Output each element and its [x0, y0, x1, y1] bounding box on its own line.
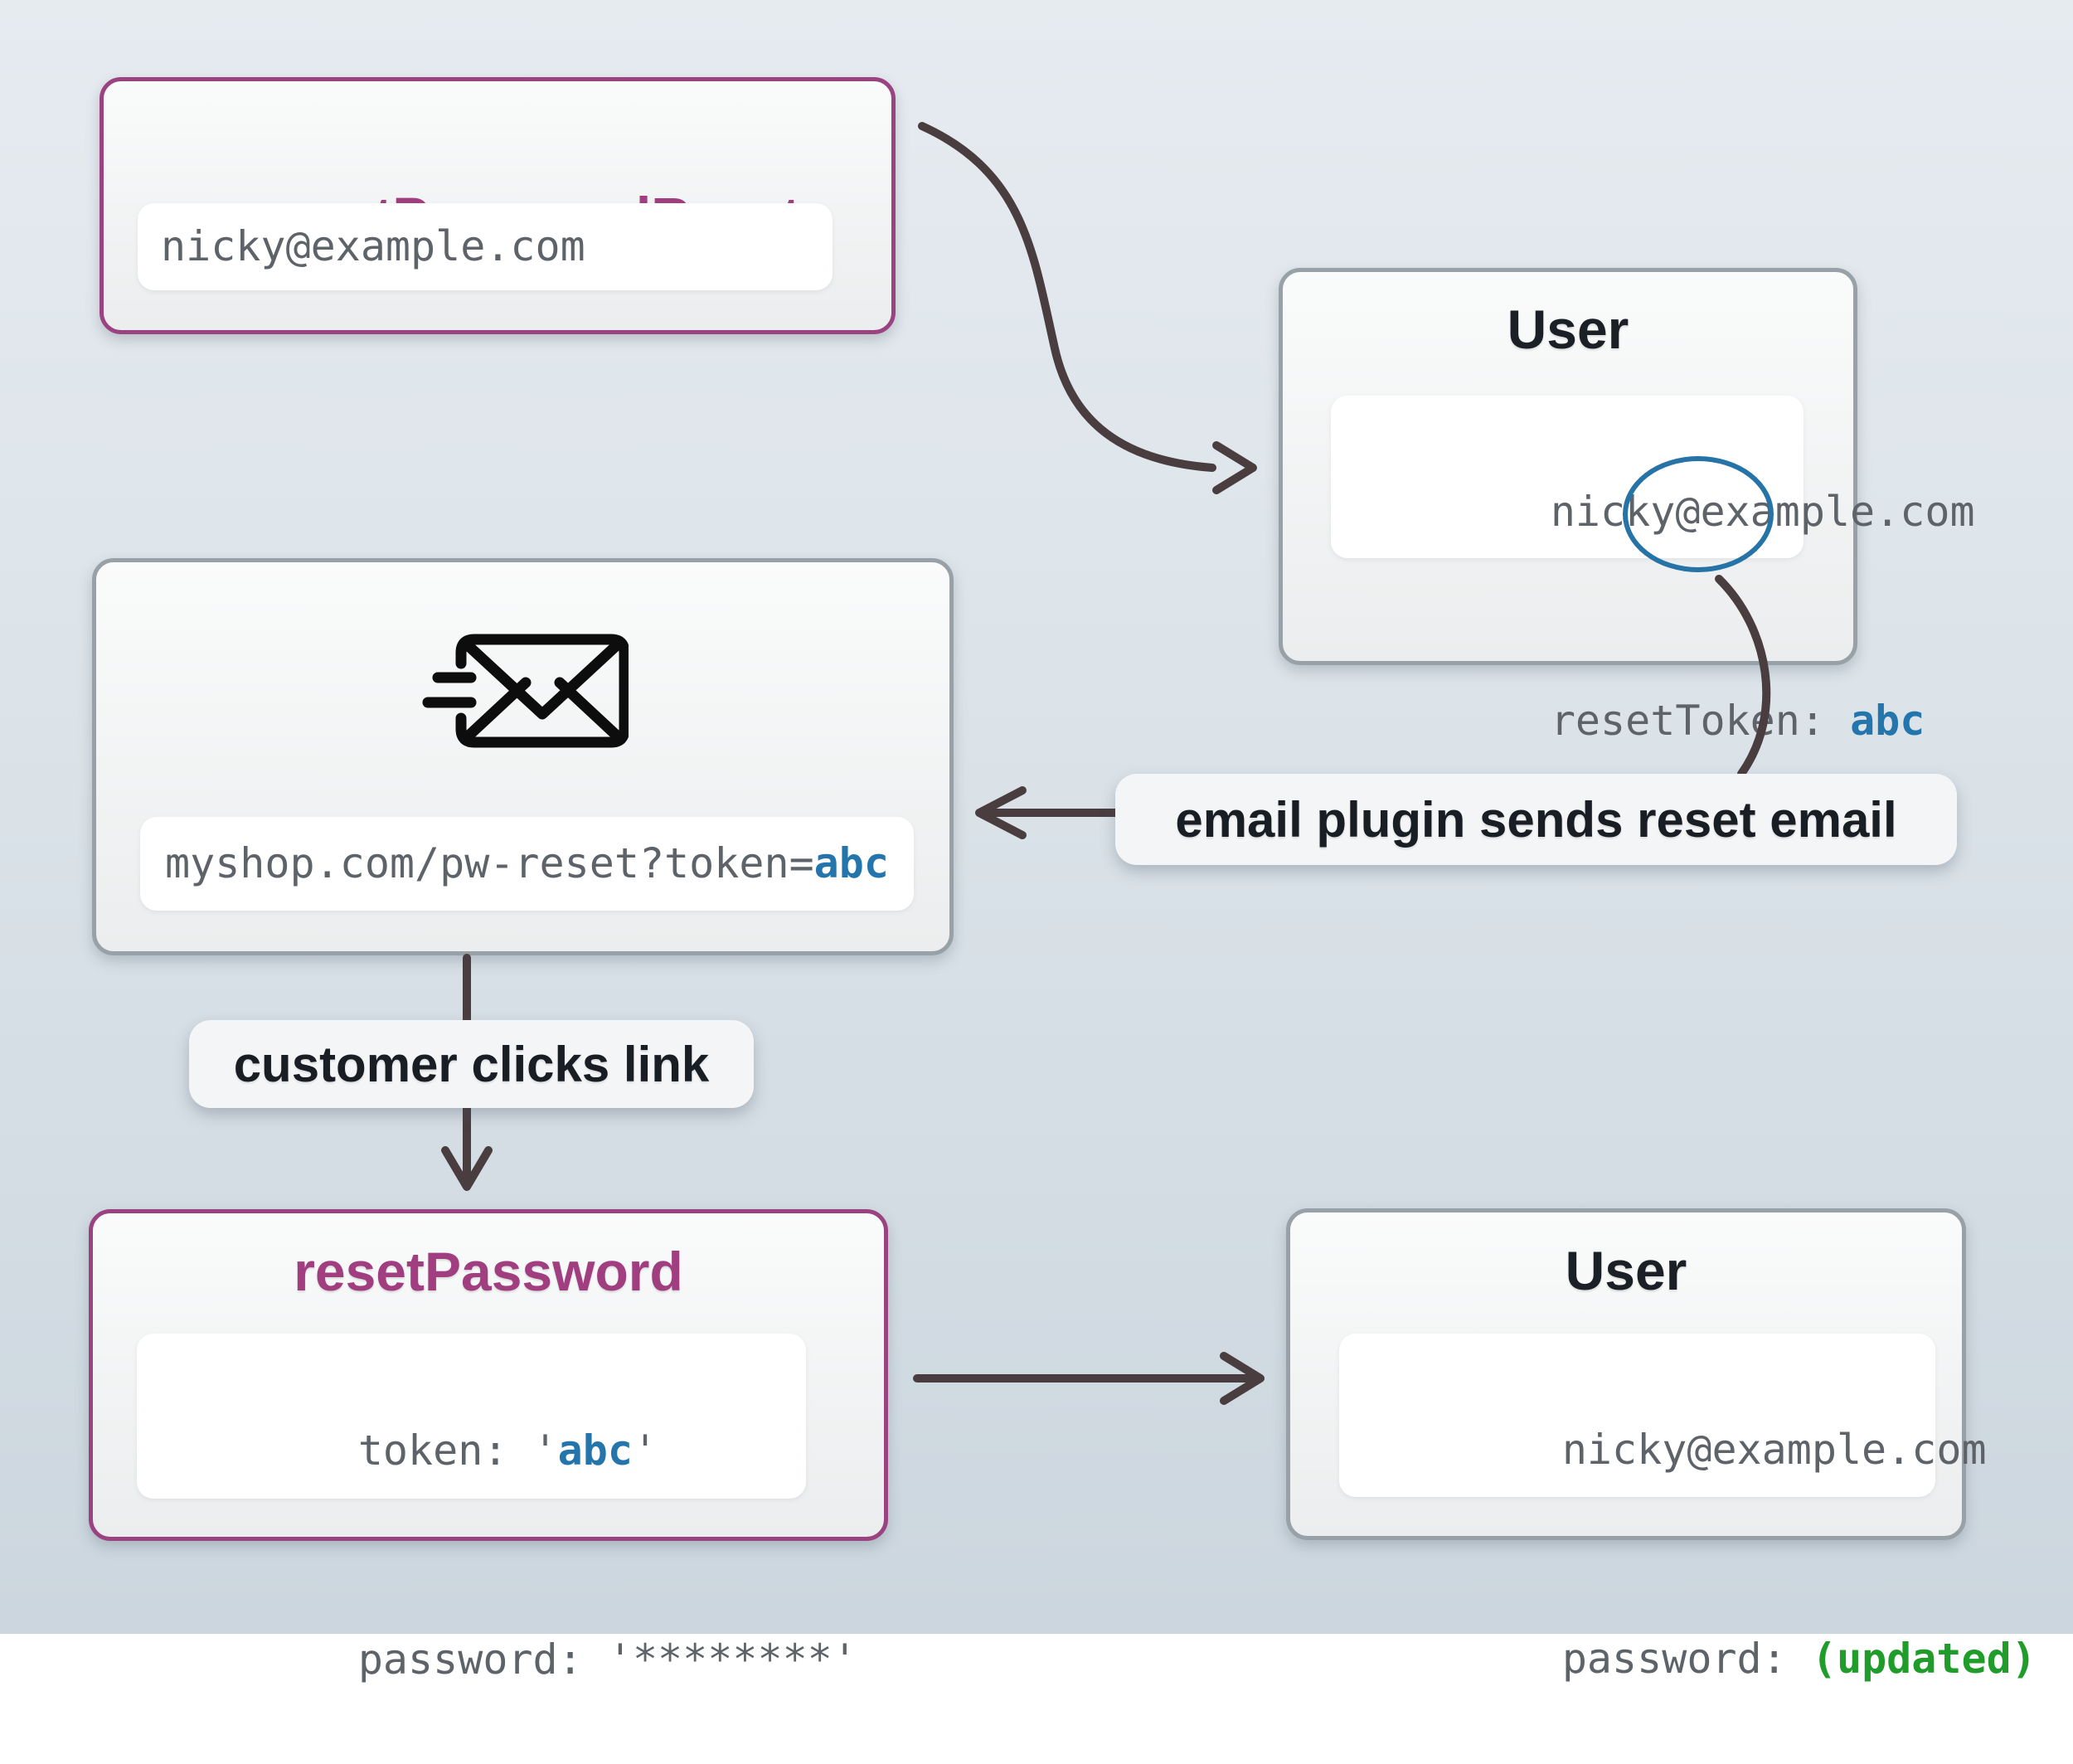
- mail-fast-icon: [422, 634, 629, 748]
- user-bottom-title: User: [1565, 1240, 1687, 1301]
- user-bottom-email-line: nicky@example.com: [1561, 1426, 1987, 1474]
- token-highlight-circle: [1623, 456, 1774, 572]
- request-email-field: nicky@example.com: [138, 203, 833, 290]
- token-arg-line: token: 'abc': [357, 1426, 658, 1475]
- token-arg-value: abc: [557, 1426, 633, 1475]
- password-reset-flow-diagram: requestPasswordReset nicky@example.com U…: [0, 0, 2073, 1684]
- password-arg-line: password: '********': [357, 1635, 857, 1684]
- arrow-request-to-user: [918, 122, 1216, 472]
- reset-password-card: resetPassword token: 'abc' password: '**…: [89, 1209, 888, 1684]
- arrowhead-request-to-user: [1212, 441, 1257, 494]
- request-email-value: nicky@example.com: [161, 222, 585, 270]
- user-record-card-top: User nicky@example.com resetToken: abc: [1279, 268, 1975, 745]
- user-bottom-record-field: nicky@example.com password: (updated): [1339, 1334, 2037, 1683]
- password-updated-value: (updated): [1811, 1635, 2037, 1683]
- arrowhead-reset-to-user: [1220, 1352, 1265, 1405]
- user-top-token-line: resetToken: abc: [1550, 697, 1925, 745]
- request-password-reset-card: requestPasswordReset nicky@example.com: [100, 77, 896, 334]
- url-token-value: abc: [813, 839, 889, 887]
- reset-token-value: abc: [1850, 697, 1925, 745]
- label-customer-clicks: customer clicks link: [189, 1020, 754, 1108]
- user-top-title: User: [1507, 299, 1629, 360]
- reset-link-field: myshop.com/pw-reset?token=abc: [140, 817, 914, 911]
- reset-password-args-field: token: 'abc' password: '********': [137, 1334, 857, 1684]
- arrowhead-label-to-email: [975, 786, 1027, 839]
- reset-password-title: resetPassword: [294, 1241, 683, 1302]
- arrowhead-email-to-reset: [441, 1146, 493, 1191]
- reset-email-card: myshop.com/pw-reset?token=abc: [92, 558, 954, 955]
- label-email-plugin: email plugin sends reset email: [1115, 774, 1957, 865]
- user-bottom-password-line: password: (updated): [1561, 1635, 2037, 1683]
- user-record-card-bottom: User nicky@example.com password: (update…: [1286, 1208, 2037, 1683]
